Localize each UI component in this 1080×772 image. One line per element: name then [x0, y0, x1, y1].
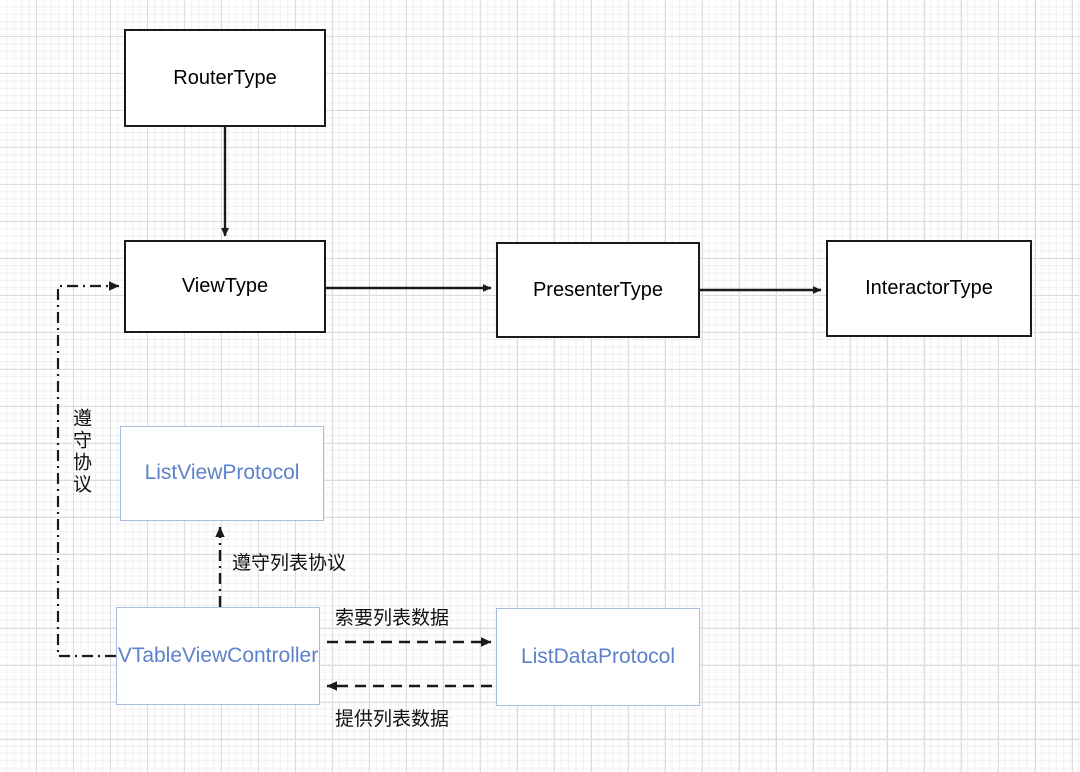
- edge-label-request-list-data: 索要列表数据: [335, 608, 450, 629]
- node-presenter-type-label: PresenterType: [532, 278, 664, 301]
- node-list-data-protocol-label: ListDataProtocol: [520, 644, 676, 668]
- node-vtable-view-controller-label: VTableViewController: [117, 643, 319, 667]
- node-list-data-protocol[interactable]: ListDataProtocol: [496, 608, 700, 706]
- node-interactor-type-label: InteractorType: [865, 277, 993, 299]
- node-list-view-protocol-label: ListViewProtocol: [144, 461, 300, 485]
- node-list-view-protocol[interactable]: ListViewProtocol: [120, 426, 324, 521]
- node-interactor-type[interactable]: InteractorType: [826, 240, 1032, 337]
- edge-label-conform-protocol: 遵守协议: [69, 408, 91, 496]
- node-view-type-label: ViewType: [181, 275, 269, 297]
- node-view-type[interactable]: ViewType: [124, 240, 326, 333]
- edge-label-conform-list-protocol: 遵守列表协议: [232, 553, 347, 574]
- node-router-type[interactable]: RouterType: [124, 29, 326, 127]
- node-vtable-view-controller[interactable]: VTableViewController: [116, 607, 320, 705]
- edge-label-provide-list-data: 提供列表数据: [335, 709, 450, 730]
- node-router-type-label: RouterType: [173, 66, 277, 89]
- node-presenter-type[interactable]: PresenterType: [496, 242, 700, 338]
